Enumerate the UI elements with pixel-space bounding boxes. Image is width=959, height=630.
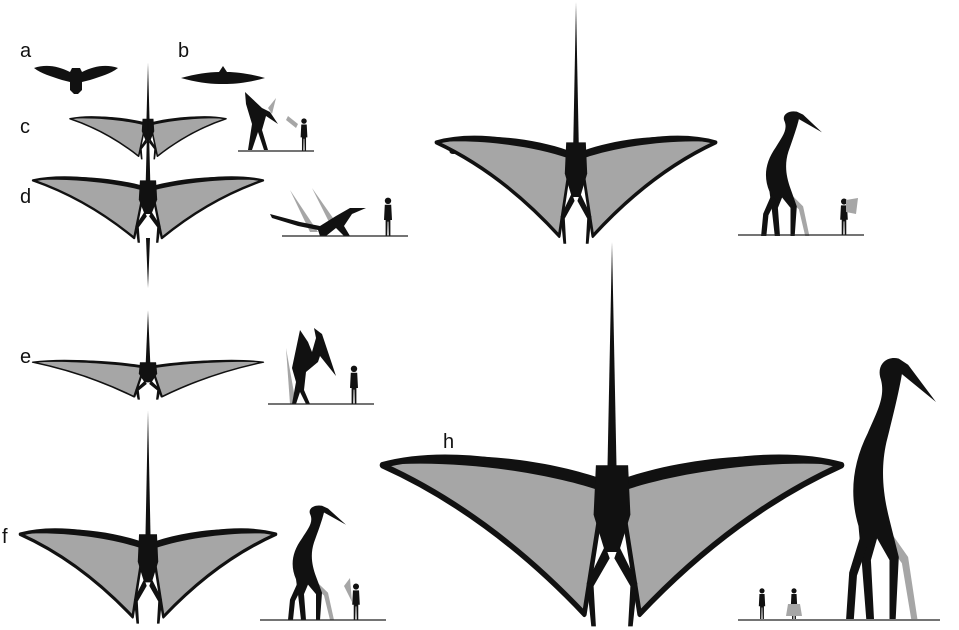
human-g (840, 198, 858, 235)
panel-label-b: b (178, 40, 189, 62)
standing-pterosaur-f (288, 505, 346, 620)
human-h-right (786, 588, 802, 619)
standing-pterosaur-d (270, 188, 366, 236)
panel-label-h: h (443, 431, 454, 453)
human-e (350, 365, 358, 404)
panel-label-c: c (20, 116, 30, 138)
panel-label-f: f (2, 526, 8, 548)
human-c (286, 116, 308, 151)
planform-e (31, 309, 265, 401)
panel-label-e: e (20, 346, 31, 368)
human-h-left (758, 588, 766, 619)
human-d (384, 197, 392, 236)
standing-pterosaur-c (245, 92, 278, 150)
planform-d (31, 92, 265, 288)
human-f (344, 578, 360, 620)
bird-silhouette-a (34, 65, 118, 94)
planform-g (434, 0, 718, 246)
planform-f (18, 408, 278, 626)
panel-label-d: d (20, 186, 31, 208)
standing-pterosaur-h (846, 357, 936, 619)
panel-label-a: a (20, 40, 32, 62)
standing-pterosaur-e (286, 328, 336, 404)
bird-silhouette-b (181, 66, 265, 84)
standing-pterosaur-g (761, 111, 822, 236)
